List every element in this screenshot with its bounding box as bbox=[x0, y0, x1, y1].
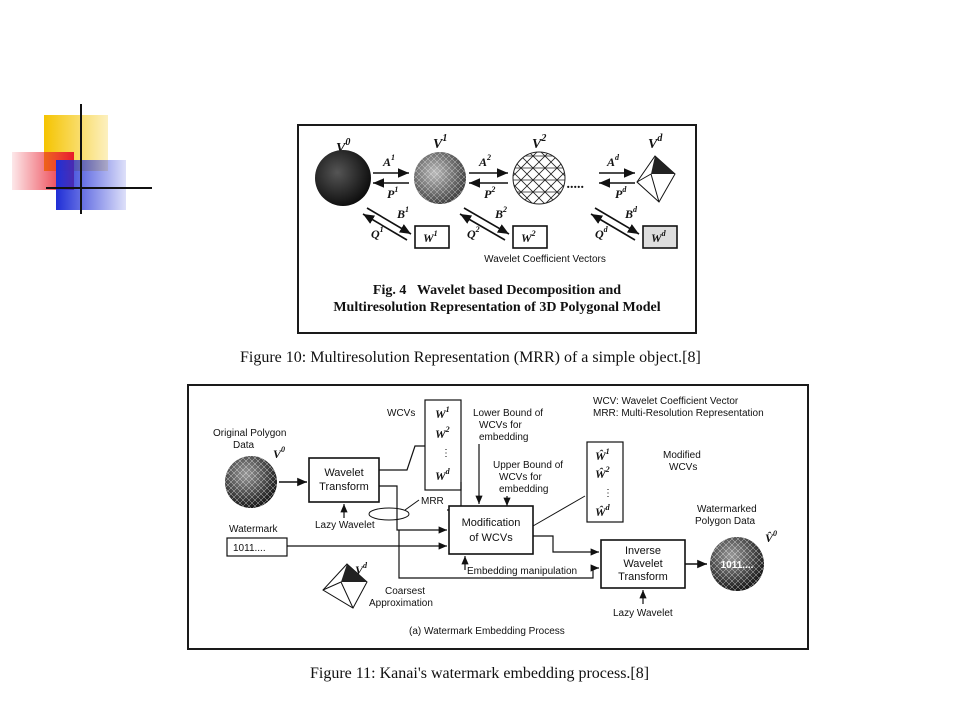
level-label-v0: V0 bbox=[336, 137, 350, 156]
upper-bound-line1: Upper Bound of bbox=[493, 460, 563, 471]
modified-w1: Ŵ1 bbox=[595, 447, 610, 463]
wcv-w1: W1 bbox=[435, 405, 450, 421]
inverse-line3: Transform bbox=[618, 571, 668, 583]
wcvs-label: WCVs bbox=[387, 408, 415, 419]
wavelet-transform-box bbox=[308, 457, 380, 503]
watermark-label: Watermark bbox=[229, 524, 279, 535]
wcv-wd: Wd bbox=[435, 467, 451, 483]
watermark-value: 1011.... bbox=[233, 543, 266, 554]
watermarked-line2: Polygon Data bbox=[695, 516, 755, 527]
original-label-line2: Data bbox=[233, 440, 255, 451]
inner-caption-label: Fig. 4 bbox=[372, 283, 407, 298]
coarsest-vd: Vd bbox=[355, 561, 368, 577]
coeff-label-1: W1 bbox=[423, 229, 438, 245]
process-title: (a) Watermark Embedding Process bbox=[409, 626, 565, 637]
coeff-box-d bbox=[642, 225, 678, 249]
modified-wd: Ŵd bbox=[595, 503, 611, 519]
modification-line2: of WCVs bbox=[469, 532, 513, 544]
inverse-line2: Wavelet bbox=[623, 558, 662, 570]
figure-10-caption: Figure 10: Multiresolution Representatio… bbox=[240, 349, 701, 366]
ellipsis: ..... bbox=[567, 177, 585, 192]
wavelet-transform-line1: Wavelet bbox=[324, 467, 363, 479]
inverse-line1: Inverse bbox=[625, 545, 661, 557]
blue-square bbox=[56, 160, 126, 210]
analysis-label-d: Ad bbox=[606, 153, 620, 169]
detail-q-2: Q2 bbox=[467, 225, 480, 241]
watermark-box bbox=[226, 537, 288, 557]
modified-wcvs-box bbox=[586, 441, 624, 523]
modified-wcvs-line2: WCVs bbox=[669, 462, 697, 473]
wcv-w2: W2 bbox=[435, 425, 450, 441]
coeff-label-d: Wd bbox=[651, 229, 667, 245]
mrr-ellipse bbox=[368, 507, 410, 521]
coarsest-line2: Approximation bbox=[369, 598, 433, 609]
coarsest-octahedron bbox=[322, 563, 368, 609]
analysis-label-1: A1 bbox=[382, 153, 395, 169]
watermarked-sphere-text: 1011.... bbox=[721, 560, 754, 571]
coeff-box-2 bbox=[512, 225, 548, 249]
modified-w2: Ŵ2 bbox=[595, 465, 610, 481]
legend-wcv: WCV: Wavelet Coefficient Vector bbox=[593, 396, 739, 407]
original-label-line1: Original Polygon bbox=[213, 428, 286, 439]
embedding-manipulation: Embedding manipulation bbox=[467, 566, 577, 577]
figure-10-image: V0 V1 V2 Vd A1 P1 A2 P2 ..... Ad Pd bbox=[297, 124, 697, 334]
wcvs-box bbox=[424, 399, 462, 491]
detail-q-1: Q1 bbox=[371, 225, 384, 241]
modification-line1: Modification bbox=[462, 517, 521, 529]
inner-caption-line2: Multiresolution Representation of 3D Pol… bbox=[333, 300, 661, 315]
wavelet-transform-line2: Transform bbox=[319, 481, 369, 493]
watermarked-line1: Watermarked bbox=[697, 504, 757, 515]
figure-11-caption: Figure 11: Kanai's watermark embedding p… bbox=[310, 665, 650, 682]
analysis-label-2: A2 bbox=[478, 153, 491, 169]
original-v0: V0 bbox=[273, 445, 285, 461]
inverse-wavelet-box bbox=[600, 539, 686, 589]
octahedron-vd bbox=[636, 155, 676, 203]
decorative-corner-squares bbox=[12, 104, 152, 214]
modification-box bbox=[448, 505, 534, 555]
coarsest-line1: Coarsest bbox=[385, 586, 425, 597]
detail-b-2: B2 bbox=[494, 205, 507, 221]
svg-text:⋮: ⋮ bbox=[441, 448, 451, 459]
coeff-caption: Wavelet Coefficient Vectors bbox=[484, 254, 606, 265]
modified-wcvs-line1: Modified bbox=[663, 450, 701, 461]
upper-bound-line3: embedding bbox=[499, 484, 548, 495]
mrr-label: MRR bbox=[421, 496, 444, 507]
detail-b-1: B1 bbox=[396, 205, 409, 221]
coeff-label-2: W2 bbox=[521, 229, 536, 245]
inner-caption-line1: Wavelet based Decomposition and bbox=[416, 283, 622, 298]
synthesis-label-2: P2 bbox=[484, 185, 495, 201]
level-label-v2: V2 bbox=[532, 133, 546, 152]
level-label-vd: Vd bbox=[648, 133, 663, 152]
lower-bound-line3: embedding bbox=[479, 432, 528, 443]
lower-bound-line2: WCVs for bbox=[479, 420, 522, 431]
watermarked-v0: V̂0 bbox=[765, 529, 777, 545]
coeff-box-1 bbox=[414, 225, 450, 249]
synthesis-label-d: Pd bbox=[615, 185, 627, 201]
synthesis-label-1: P1 bbox=[387, 185, 398, 201]
legend-mrr: MRR: Multi-Resolution Representation bbox=[593, 408, 764, 419]
figure-10-inner-caption: Fig. 4 Wavelet based Decomposition and M… bbox=[299, 282, 695, 316]
figure-11-image: WCV: Wavelet Coefficient Vector MRR: Mul… bbox=[187, 384, 809, 650]
upper-bound-line2: WCVs for bbox=[499, 472, 542, 483]
sphere-v0 bbox=[315, 150, 371, 206]
lazy-wavelet-2: Lazy Wavelet bbox=[613, 608, 673, 619]
svg-text:⋮: ⋮ bbox=[603, 488, 613, 499]
detail-q-d: Qd bbox=[595, 225, 609, 241]
lower-bound-line1: Lower Bound of bbox=[473, 408, 543, 419]
detail-b-d: Bd bbox=[624, 205, 638, 221]
lazy-wavelet-1: Lazy Wavelet bbox=[315, 520, 375, 531]
level-label-v1: V1 bbox=[433, 133, 447, 152]
